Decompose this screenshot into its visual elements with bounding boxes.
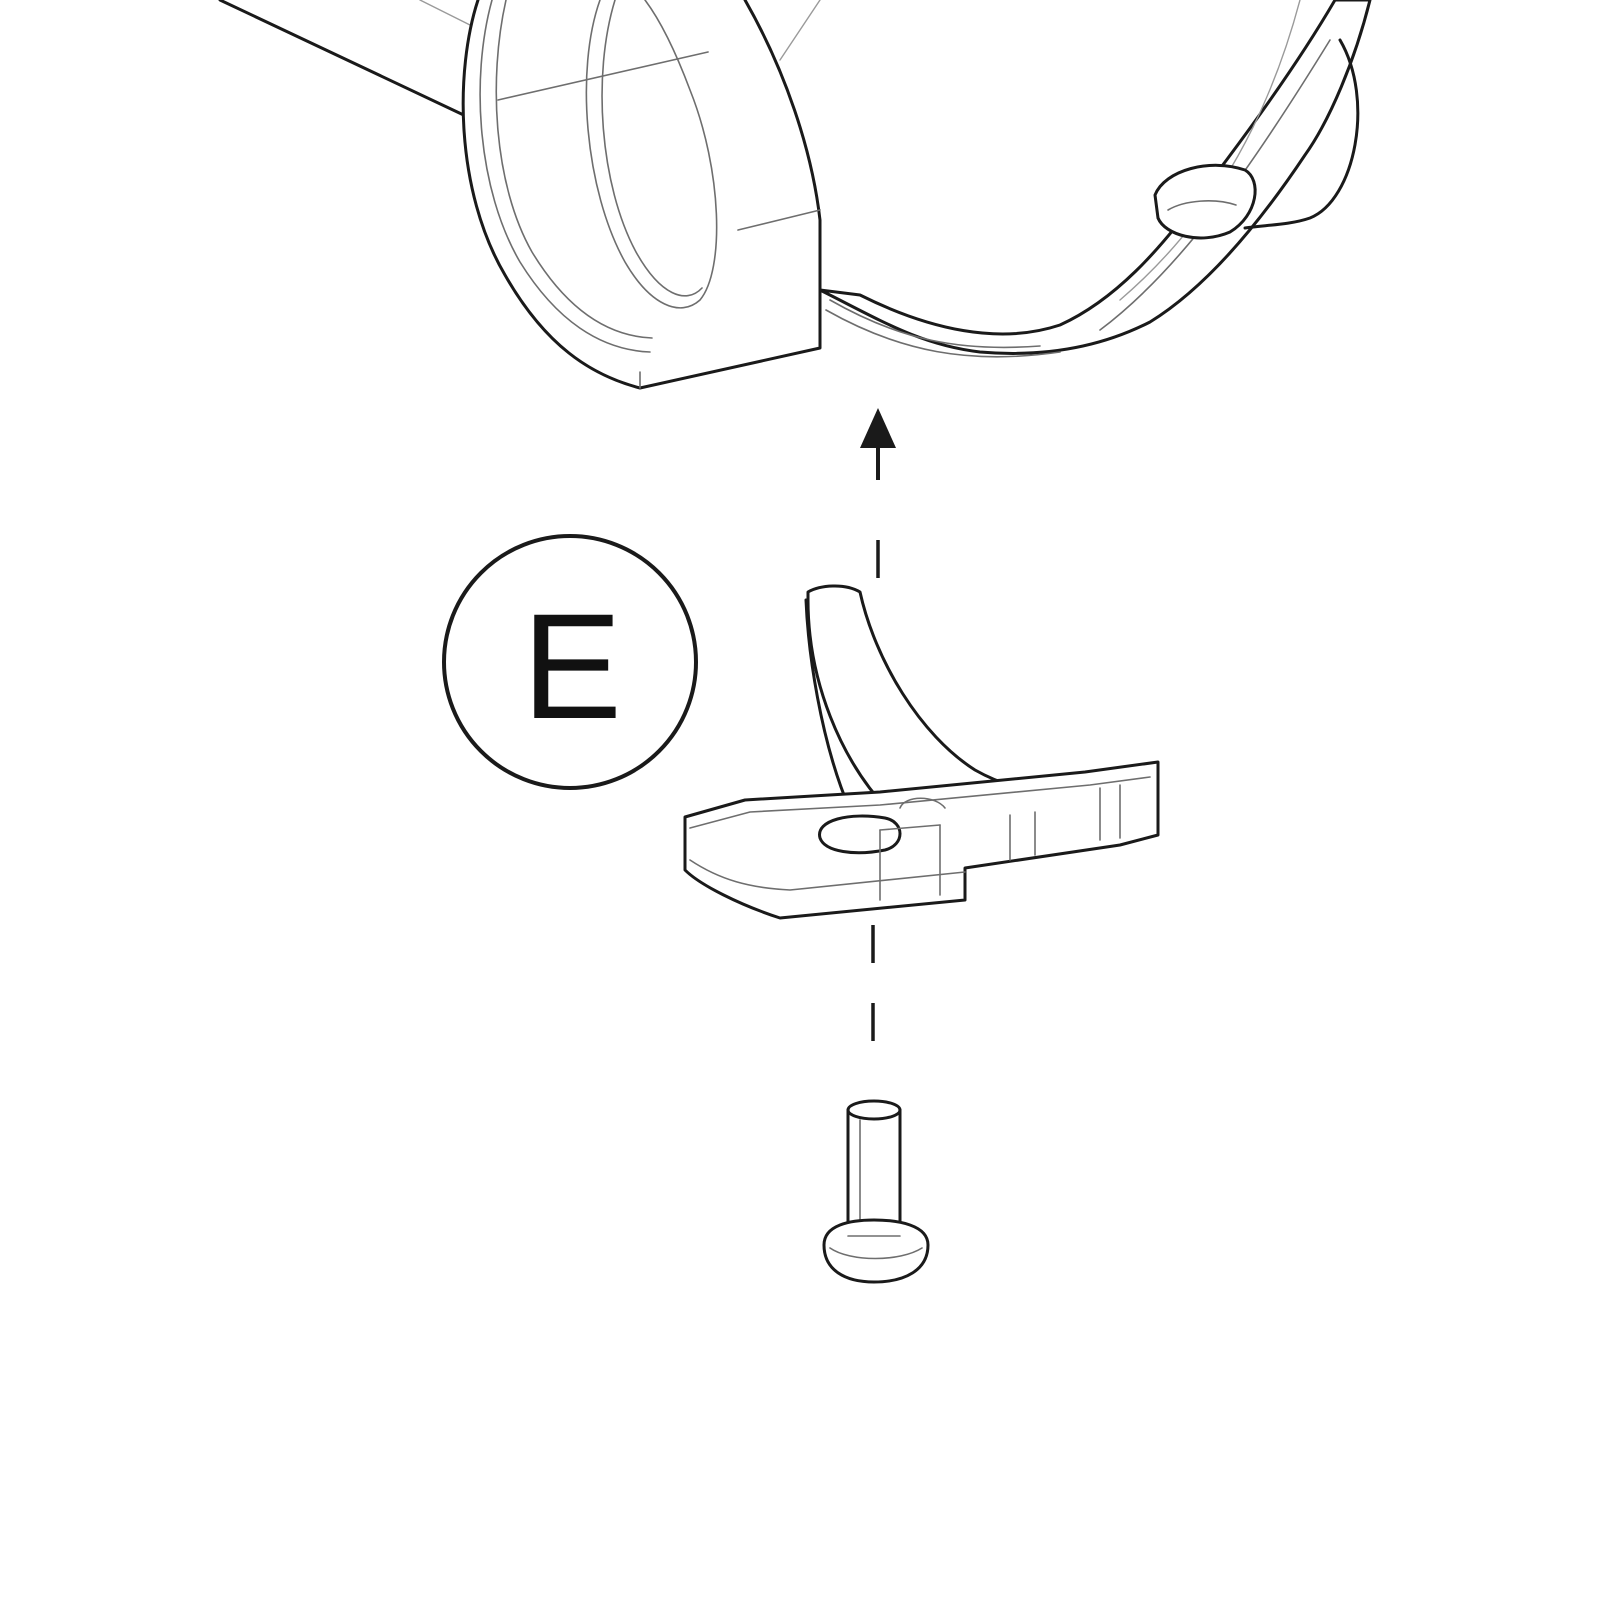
- step-marker: E: [442, 534, 698, 790]
- arrow-up-icon: [860, 408, 896, 448]
- housing-ring-icon: [218, 0, 1372, 390]
- clip-bracket-icon: [683, 584, 1160, 920]
- screw-icon: [822, 1099, 930, 1284]
- step-marker-label: E: [522, 582, 622, 750]
- step-marker-circle: [442, 534, 698, 790]
- assembly-path: [860, 408, 896, 1070]
